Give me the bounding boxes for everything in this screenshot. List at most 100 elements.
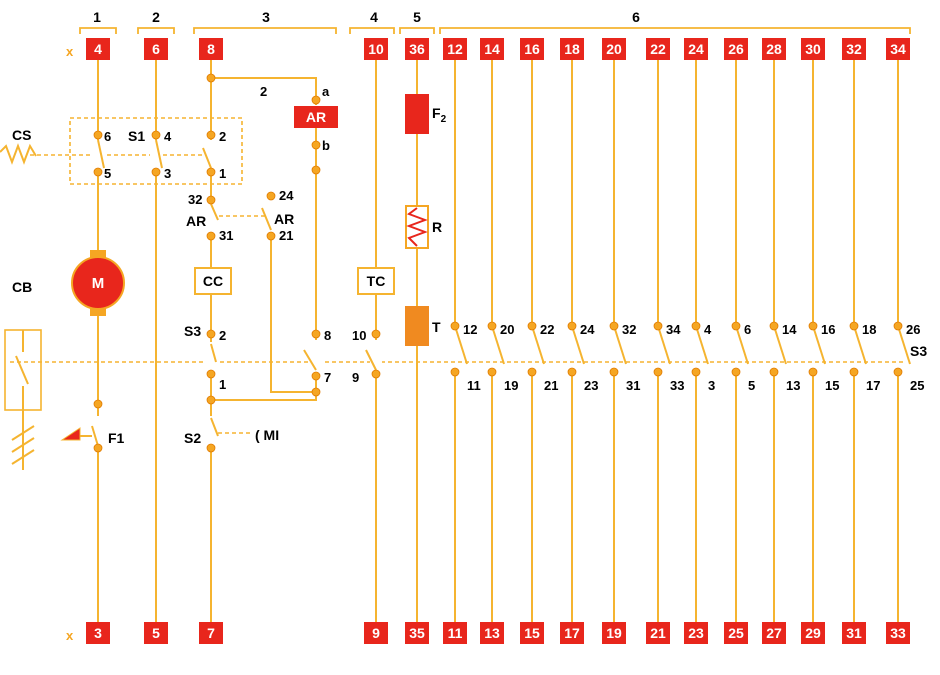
ar-contact-left-label: AR (186, 213, 206, 229)
junction-dot (487, 367, 497, 377)
terminal-top (724, 38, 748, 60)
junction-dot (151, 167, 161, 177)
switch-blades (91, 139, 382, 448)
bank-top-number: 26 (906, 322, 920, 337)
terminal-top (480, 38, 504, 60)
terminal-bottom (801, 622, 825, 644)
terminal-top-label: 16 (524, 41, 540, 57)
s3-left-label: S3 (184, 323, 201, 339)
terminal-bottom (86, 622, 110, 644)
bank-bottom-number: 23 (584, 378, 598, 393)
contact-blade (571, 325, 585, 365)
junction-dot (311, 165, 321, 175)
bank-top-number: 4 (704, 322, 712, 337)
r-label: R (432, 219, 442, 235)
junction-dot (691, 321, 701, 331)
contact-blade (773, 325, 787, 365)
junction-dot (567, 321, 577, 331)
terminal-bottom (405, 622, 429, 644)
terminal-top (364, 38, 388, 60)
s3-right-label: S3 (910, 343, 927, 359)
contact-num: 9 (352, 370, 359, 385)
junction-dot (206, 231, 216, 241)
terminal-bottom-label: 5 (152, 625, 160, 641)
junction-dot (311, 140, 321, 150)
group-label-3: 3 (262, 9, 270, 25)
junction-dot (93, 399, 103, 409)
terminal-bottom-label: 31 (846, 625, 862, 641)
junction-dot (653, 321, 663, 331)
terminal-bottom-label: 35 (409, 625, 425, 641)
node-b: b (322, 138, 330, 153)
junction-dot (487, 321, 497, 331)
junction-dot (151, 130, 161, 140)
junction-dot (731, 321, 741, 331)
terminal-top-label: 22 (650, 41, 666, 57)
junction-dot (311, 95, 321, 105)
contact-blade (613, 325, 627, 365)
junction-dot (311, 329, 321, 339)
bank-top-number: 32 (622, 322, 636, 337)
bank-bottom-number: 33 (670, 378, 684, 393)
bank-bottom-number: 3 (708, 378, 715, 393)
fuse-f2-icon (405, 94, 429, 134)
terminal-top-label: 18 (564, 41, 580, 57)
terminal-bottom (886, 622, 910, 644)
bank-bottom-number: 31 (626, 378, 640, 393)
contact-blade (853, 325, 867, 365)
junction-dot (609, 367, 619, 377)
contact-num: 21 (279, 228, 293, 243)
junction-dot (93, 130, 103, 140)
f1-label: F1 (108, 430, 125, 446)
terminal-top-label: 10 (368, 41, 384, 57)
bank-top-number: 14 (782, 322, 797, 337)
terminal-bottom-label: 13 (484, 625, 500, 641)
contact-num: 4 (164, 129, 172, 144)
motor-label: M (92, 275, 105, 292)
contact-blade (531, 325, 545, 365)
bank-top-number: 22 (540, 322, 554, 337)
junction-dot (371, 369, 381, 379)
junction-dot (266, 231, 276, 241)
cc-box (194, 267, 232, 295)
terminal-top-label: 24 (688, 41, 704, 57)
bank-top-number: 6 (744, 322, 751, 337)
contact-blade (897, 325, 911, 365)
bank-top-number: 16 (821, 322, 835, 337)
junction-dot (808, 367, 818, 377)
terminal-top (602, 38, 626, 60)
wire-num: 2 (260, 84, 267, 99)
junction-dot (266, 191, 276, 201)
junction-dot (206, 369, 216, 379)
junction-dot (450, 367, 460, 377)
terminal-bottom-label: 29 (805, 625, 821, 641)
bank-bottom-number: 13 (786, 378, 800, 393)
terminal-top (762, 38, 786, 60)
terminal-bottom (724, 622, 748, 644)
bank-top-number: 12 (463, 322, 477, 337)
terminal-top-label: 8 (207, 41, 215, 57)
junction-dot (206, 195, 216, 205)
terminal-bottom-label: 25 (728, 625, 744, 641)
terminal-bottom (364, 622, 388, 644)
terminal-top (520, 38, 544, 60)
terminal-top (886, 38, 910, 60)
terminal-top (86, 38, 110, 60)
terminal-bottom-label: 7 (207, 625, 215, 641)
junction-dot (311, 371, 321, 381)
contact-blade (695, 325, 709, 365)
terminal-bottom (560, 622, 584, 644)
junction-dot (567, 367, 577, 377)
terminal-top (405, 38, 429, 60)
ar-coil-label: AR (306, 109, 326, 125)
junction-dot (769, 367, 779, 377)
terminal-top-label: 26 (728, 41, 744, 57)
contact-num: 2 (219, 328, 226, 343)
contact-num: 6 (104, 129, 111, 144)
contact-blade (657, 325, 671, 365)
t-label: T (432, 319, 441, 335)
group-label-1: 1 (93, 9, 101, 25)
